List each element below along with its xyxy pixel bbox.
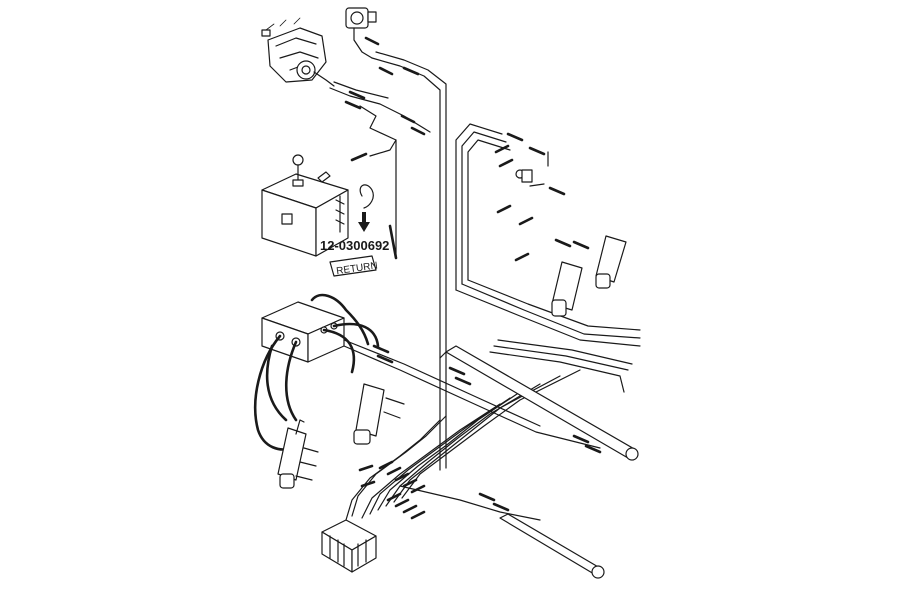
- cylinder-mid-left: [353, 383, 405, 445]
- fittings-lower-bank: [358, 344, 602, 520]
- fittings-pump-lines: [344, 36, 426, 162]
- part-callout: [358, 184, 374, 232]
- manifold-hoses: [254, 293, 380, 451]
- cylinder-upper-right-b: [595, 235, 627, 289]
- control-valve: [321, 519, 377, 573]
- cylinder-long-lower: [499, 513, 605, 579]
- part-number-label: 12-0300692: [320, 238, 389, 253]
- pump-assembly: [261, 17, 335, 87]
- cylinder-long-upper: [439, 345, 639, 461]
- cylinder-left-lower: [277, 419, 319, 489]
- return-tag: RETURN: [329, 255, 378, 277]
- reservoir-tank: [261, 154, 349, 257]
- hydraulic-lines: [329, 51, 641, 521]
- cylinder-upper-right-a: [551, 261, 583, 317]
- top-fitting: [345, 7, 377, 59]
- fittings-upper-right: [494, 132, 590, 262]
